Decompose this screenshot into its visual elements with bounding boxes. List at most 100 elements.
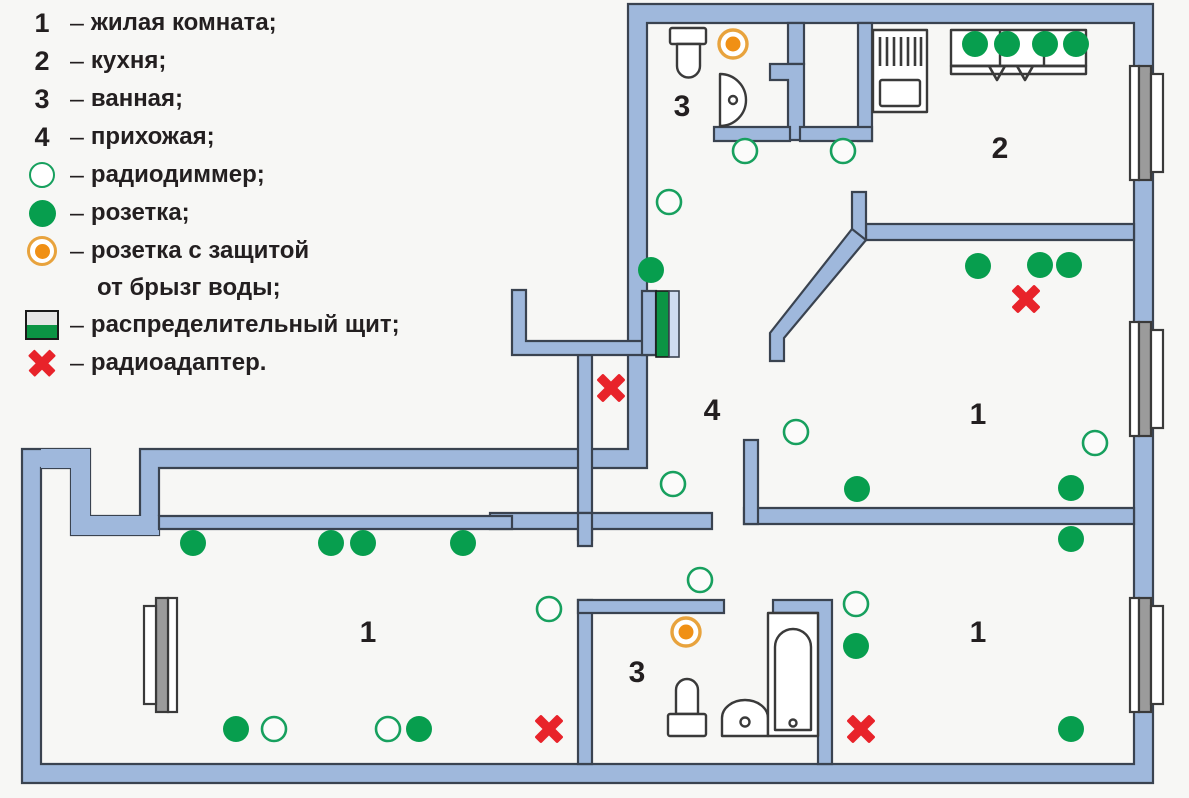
socket-room1mid-2[interactable] xyxy=(1027,252,1053,278)
legend-label-continued: от брызг воды; xyxy=(97,274,281,301)
socket-room1bot-2[interactable] xyxy=(843,633,869,659)
dimmer-hallway-mid[interactable] xyxy=(659,470,687,498)
legend-label: прихожая; xyxy=(90,123,215,150)
dimmer-room1bot[interactable] xyxy=(842,590,870,618)
wall-closet-bottom xyxy=(798,125,874,143)
wall-bath-top-bottom xyxy=(712,125,792,143)
legend-distribution-panel: – распределительный щит; xyxy=(14,308,484,346)
room-labels: 3 2 1 4 1 3 1 xyxy=(360,90,1009,689)
legend-dash: – xyxy=(70,47,84,75)
window-room1left xyxy=(142,596,179,714)
room-label-living-right-mid: 1 xyxy=(970,398,987,431)
adapter-hallway[interactable] xyxy=(0,0,626,403)
socket-room1left-2[interactable] xyxy=(318,530,344,556)
wall-panel-post xyxy=(640,289,658,357)
legend-label: кухня; xyxy=(90,47,167,74)
windows xyxy=(142,64,1165,714)
legend-label: ванная; xyxy=(90,85,184,112)
fixtures xyxy=(666,26,1088,738)
socket-room1mid-5[interactable] xyxy=(1058,475,1084,501)
dimmer-hall-bottom-left[interactable] xyxy=(535,595,563,623)
adapter-room1bot[interactable] xyxy=(0,0,876,744)
legend-socket-waterproof: – розетка с защитой xyxy=(14,234,484,272)
dimmer-bath-top[interactable] xyxy=(731,137,759,165)
room-label-living-bottom-right: 1 xyxy=(970,616,987,649)
socket-waterproof-bath-top[interactable] xyxy=(717,28,749,60)
wall-bath-bot-top xyxy=(576,598,726,615)
socket-room1bot-1[interactable] xyxy=(1058,526,1084,552)
socket-kitchen-3[interactable] xyxy=(1032,31,1058,57)
dimmer-hall-top[interactable] xyxy=(829,137,857,165)
socket-hallway-panel[interactable] xyxy=(638,257,664,283)
socket-room1mid-3[interactable] xyxy=(1056,252,1082,278)
socket-room1left-1[interactable] xyxy=(180,530,206,556)
legend-dash: – xyxy=(70,237,84,265)
socket-room1left-5[interactable] xyxy=(223,716,249,742)
toilet-icon-bottom xyxy=(666,677,708,738)
socket-room1left-6[interactable] xyxy=(406,716,432,742)
wall-bath-bot-left xyxy=(576,598,594,766)
dimmer-room1mid-1[interactable] xyxy=(782,418,810,446)
socket-icon xyxy=(14,196,70,230)
dimmer-room1left-2[interactable] xyxy=(374,715,402,743)
socket-kitchen-1[interactable] xyxy=(962,31,988,57)
socket-room1left-3[interactable] xyxy=(350,530,376,556)
distribution-panel[interactable] xyxy=(655,290,680,358)
room-label-bath-bottom: 3 xyxy=(629,656,646,689)
stove-icon xyxy=(871,28,929,114)
legend-label: радиодиммер; xyxy=(90,161,265,188)
legend-room-4: 4 – прихожая; xyxy=(14,120,484,158)
toilet-icon-top xyxy=(668,26,708,79)
room-label-bath-top: 3 xyxy=(674,90,691,123)
dimmer-hall-bottom[interactable] xyxy=(686,566,714,594)
legend-dash: – xyxy=(70,9,84,37)
legend-dash: – xyxy=(70,311,84,339)
legend-label: розетка с защитой xyxy=(90,237,310,264)
sink-icon-top xyxy=(718,72,748,128)
socket-room1left-4[interactable] xyxy=(450,530,476,556)
window-room1mid xyxy=(1128,320,1165,438)
wall-hallway-bottom-stub xyxy=(576,511,594,548)
dimmer-hall-left[interactable] xyxy=(655,188,683,216)
dimmer-room1mid-2[interactable] xyxy=(1081,429,1109,457)
socket-kitchen-2[interactable] xyxy=(994,31,1020,57)
legend-label: радиоадаптер. xyxy=(90,349,267,376)
socket-room1mid-4[interactable] xyxy=(844,476,870,502)
sink-icon-bottom xyxy=(720,698,770,738)
legend-label: жилая комната; xyxy=(90,9,277,36)
legend-room-1: 1 – жилая комната; xyxy=(14,6,484,44)
legend-key-4: 4 xyxy=(34,122,50,152)
legend-room-3: 3 – ванная; xyxy=(14,82,484,120)
room-label-kitchen: 2 xyxy=(992,132,1009,165)
adapter-room1left[interactable] xyxy=(0,0,564,744)
socket-kitchen-4[interactable] xyxy=(1063,31,1089,57)
socket-waterproof-bath-bottom[interactable] xyxy=(670,616,702,648)
legend-key-2: 2 xyxy=(34,46,50,76)
walls xyxy=(20,2,1155,785)
legend-room-2: 2 – кухня; xyxy=(14,44,484,82)
wall-hallway-bottom xyxy=(488,511,714,531)
legend: 1 – жилая комната; 2 – кухня; 3 – ванная… xyxy=(14,6,484,384)
wall-room1mid-bottom xyxy=(742,506,1136,526)
legend-key-3: 3 xyxy=(34,84,50,114)
socket-room1mid-1[interactable] xyxy=(965,253,991,279)
wall-bath-top-right xyxy=(786,21,806,66)
window-kitchen xyxy=(1128,64,1165,182)
adapter-room1mid[interactable] xyxy=(0,0,1041,314)
dimmer-room1left-1[interactable] xyxy=(260,715,288,743)
legend-dash: – xyxy=(70,161,84,189)
corridor-left-wall xyxy=(22,449,159,535)
wall-angled xyxy=(768,227,868,363)
waterproof-socket-icon xyxy=(14,234,70,268)
radio-dimmer-icon xyxy=(14,158,70,192)
room-label-living-bottom-left: 1 xyxy=(360,616,377,649)
legend-socket: – розетка; xyxy=(14,196,484,234)
socket-room1bot-3[interactable] xyxy=(1058,716,1084,742)
legend-label: розетка; xyxy=(90,199,190,226)
legend-dash: – xyxy=(70,85,84,113)
wall-room1left-top xyxy=(157,514,514,531)
wall-closet-right xyxy=(856,21,874,143)
legend-dash: – xyxy=(70,349,84,377)
room-label-hallway: 4 xyxy=(704,394,721,427)
